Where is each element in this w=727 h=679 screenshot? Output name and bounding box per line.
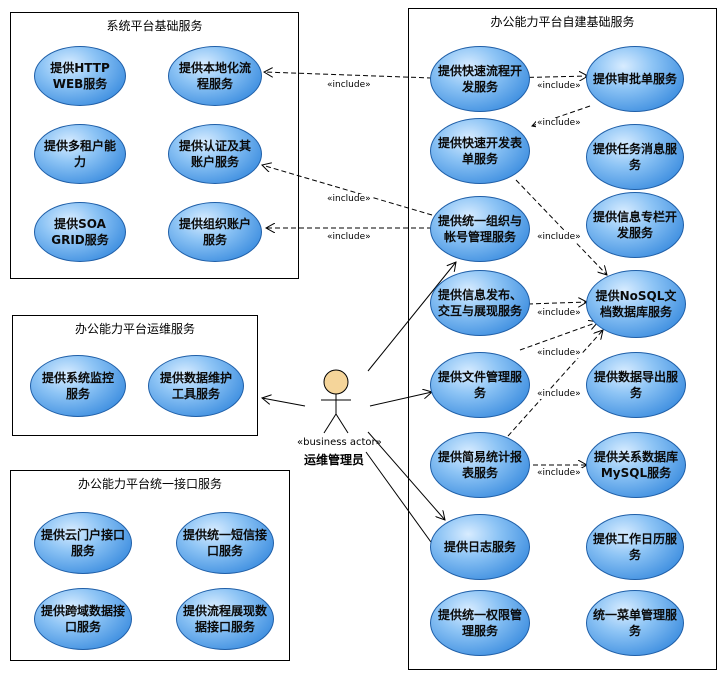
association-line [367,262,456,372]
usecase-data-export[interactable]: 提供数据导出服务 [586,352,686,418]
include-line [515,179,607,275]
package-title: 办公能力平台运维服务 [74,322,195,336]
actor-stereotype: «business actor» [297,437,382,448]
include-label: «include» [536,118,582,128]
usecase-permission[interactable]: 提供统一权限管理服务 [430,590,530,656]
usecase-stats-report[interactable]: 提供简易统计报表服务 [430,432,530,498]
include-label: «include» [536,232,582,242]
include-label: «include» [536,308,582,318]
usecase-nosql[interactable]: 提供NoSQL文档数据库服务 [586,270,686,338]
usecase-info-publish[interactable]: 提供信息发布、交互与展现服务 [430,270,530,336]
include-label: «include» [326,232,372,242]
include-line [262,165,433,216]
usecase-log[interactable]: 提供日志服务 [430,514,530,580]
actor-figure [321,369,351,434]
package-title: 办公能力平台统一接口服务 [77,477,222,491]
usecase-sys-monitor[interactable]: 提供系统监控服务 [30,355,126,417]
usecase-flow-display[interactable]: 提供流程展现数据接口服务 [176,588,274,650]
usecase-data-maint[interactable]: 提供数据维护工具服务 [148,355,244,417]
include-line [504,76,588,78]
include-label: «include» [326,80,372,90]
package-title: 办公能力平台自建基础服务 [490,15,635,29]
usecase-file-mgmt[interactable]: 提供文件管理服务 [430,352,530,418]
include-line [527,302,587,304]
association-line [367,431,445,520]
usecase-quick-form[interactable]: 提供快速开发表单服务 [430,118,530,184]
include-label: «include» [326,194,372,204]
association-line [262,398,306,407]
association-line [369,392,432,407]
package-title: 系统平台基础服务 [106,19,203,33]
usecase-sms[interactable]: 提供统一短信接口服务 [176,512,274,574]
usecase-quick-flow[interactable]: 提供快速流程开发服务 [430,46,530,112]
include-label: «include» [536,468,582,478]
usecase-auth-account[interactable]: 提供认证及其账户服务 [168,124,262,184]
actor-name[interactable]: 运维管理员 [304,453,365,467]
include-label: «include» [536,348,582,358]
usecase-multi-tenant[interactable]: 提供多租户能力 [34,124,126,184]
include-label: «include» [536,81,582,91]
usecase-info-column[interactable]: 提供信息专栏开发服务 [586,192,684,258]
usecase-localization[interactable]: 提供本地化流程服务 [168,46,262,106]
usecase-cross-domain[interactable]: 提供跨域数据接口服务 [34,588,132,650]
usecase-http-web[interactable]: 提供HTTP WEB服务 [34,46,126,106]
usecase-task-msg[interactable]: 提供任务消息服务 [586,124,684,190]
usecase-approval[interactable]: 提供审批单服务 [586,46,684,112]
include-line [519,322,598,351]
include-label: «include» [536,389,582,399]
usecase-soa-grid[interactable]: 提供SOA GRID服务 [34,202,126,262]
usecase-cloud-portal[interactable]: 提供云门户接口服务 [34,512,132,574]
usecase-org-account[interactable]: 提供组织账户服务 [168,202,262,262]
usecase-unified-org[interactable]: 提供统一组织与帐号管理服务 [430,196,530,262]
usecase-menu[interactable]: 统一菜单管理服务 [586,590,684,656]
usecase-calendar[interactable]: 提供工作日历服务 [586,514,684,580]
usecase-mysql[interactable]: 提供关系数据库MySQL服务 [586,432,686,498]
include-line [264,72,433,79]
